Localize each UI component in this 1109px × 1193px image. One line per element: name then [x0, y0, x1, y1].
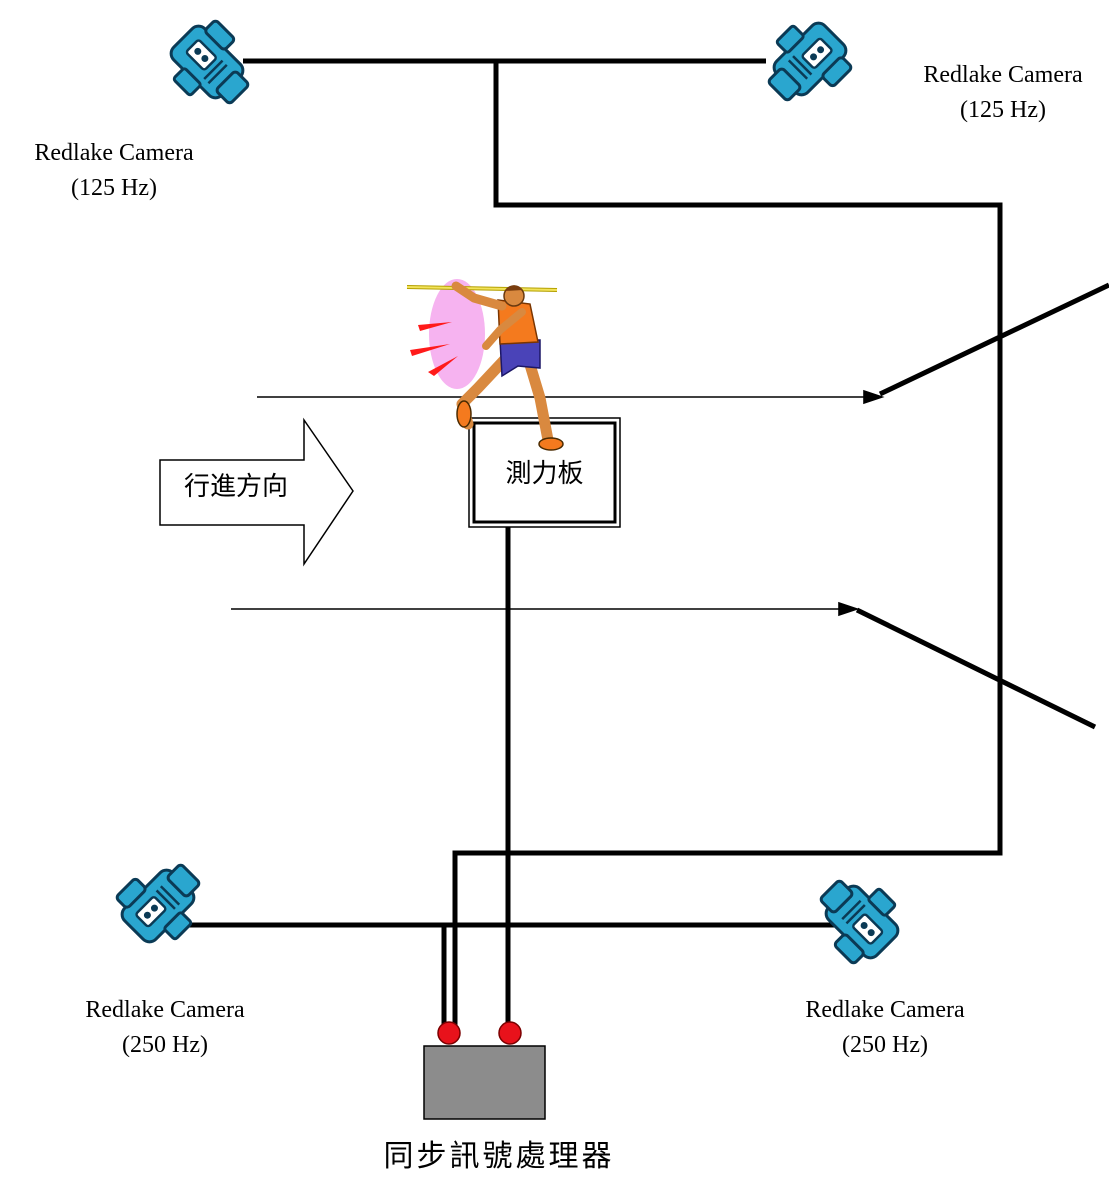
light-beam-upper-mirror: [880, 285, 1109, 394]
camera-top-right-label: Redlake Camera (125 Hz): [897, 58, 1109, 128]
camera-top-left-name: Redlake Camera: [7, 136, 221, 171]
camera-top-right-name: Redlake Camera: [897, 58, 1109, 93]
camera-bottom-right-icon: [804, 864, 911, 971]
sync-processor-label: 同步訊號處理器: [359, 1139, 639, 1175]
camera-bottom-right-label: Redlake Camera (250 Hz): [778, 993, 992, 1063]
cable-network: [188, 61, 1109, 1030]
camera-bottom-left-name: Redlake Camera: [58, 993, 272, 1028]
camera-top-right-icon: [752, 10, 859, 117]
camera-bottom-left-label: Redlake Camera (250 Hz): [58, 993, 272, 1063]
connector-right: [499, 1022, 521, 1044]
sync-processor: [424, 1022, 545, 1119]
camera-bottom-right-rate: (250 Hz): [778, 1028, 992, 1063]
camera-top-left-rate: (125 Hz): [7, 171, 221, 206]
force-plate-label: 測力板: [474, 459, 615, 490]
camera-top-right-rate: (125 Hz): [897, 93, 1109, 128]
connector-left: [438, 1022, 460, 1044]
camera-bottom-right-name: Redlake Camera: [778, 993, 992, 1028]
upper-light-arrowhead: [864, 391, 882, 403]
camera-top-left-label: Redlake Camera (125 Hz): [7, 136, 221, 206]
light-beam-lower-mirror: [857, 610, 1095, 727]
camera-bottom-left-rate: (250 Hz): [58, 1028, 272, 1063]
cable-top-riser: [455, 61, 1000, 1030]
camera-bottom-left-icon: [109, 848, 216, 955]
camera-top-left-icon: [158, 13, 265, 120]
direction-label: 行進方向: [166, 472, 306, 503]
lower-light-arrowhead: [839, 603, 857, 615]
